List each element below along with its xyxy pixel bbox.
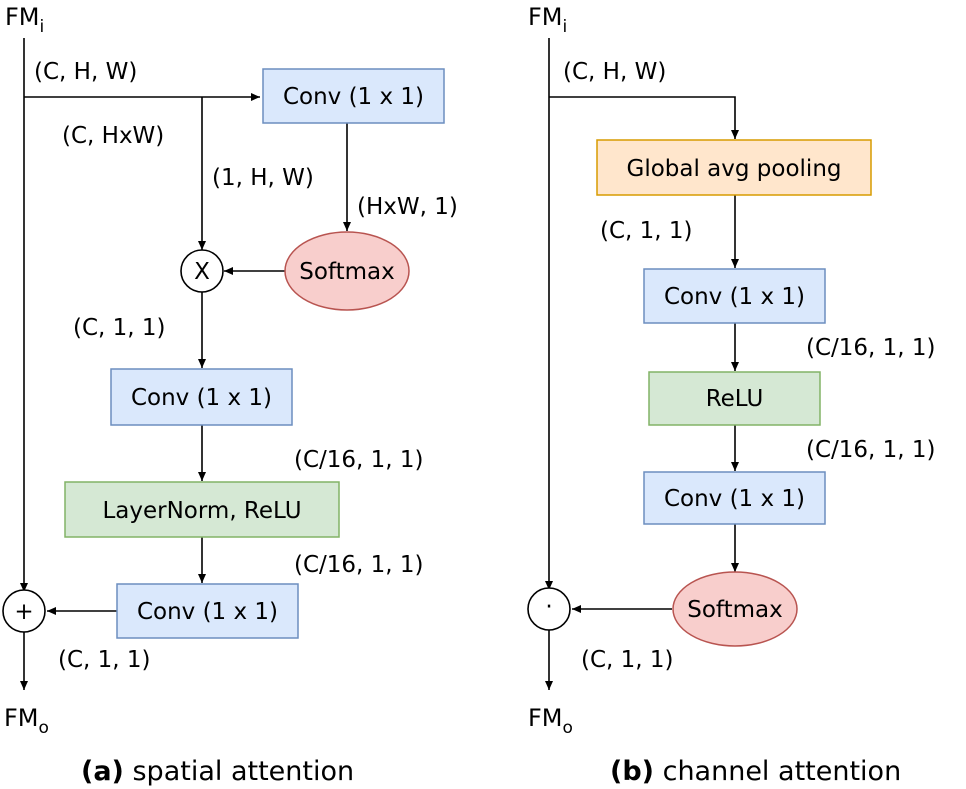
panel-a-softmax-label: Softmax [299,259,395,285]
panel-a-caption: (a) spatial attention [81,756,354,787]
panel-b-caption: (b) channel attention [610,756,901,787]
panel-b-relu-label: ReLU [706,386,764,412]
panel-a-add-label: + [14,599,33,625]
panel-b-output-label: FMo [528,704,573,738]
panel-a-conv3-out-shape: (C, 1, 1) [58,647,151,673]
panel-a-conv2-label: Conv (1 x 1) [131,385,272,411]
panel-a-input-shape: (C, H, W) [34,59,137,85]
panel-a-layernorm-relu-box [64,481,340,538]
panel-b-softmax-node [672,571,798,647]
panel-b-conv2-box [643,471,826,525]
panel-a-conv1-box [262,68,445,124]
panel-a-ln-out-shape: (C/16, 1, 1) [294,552,424,578]
panel-b-relu-box [648,371,821,426]
panel-a-softmax-in-shape: (HxW, 1) [357,194,458,220]
panel-a-conv2-box [110,368,293,426]
panel-b-softmax-label: Softmax [687,597,783,623]
panel-a-matmul-out-shape: (C, 1, 1) [73,315,166,341]
panel-a-add-node [2,589,46,633]
panel-a-layernorm-relu-label: LayerNorm, ReLU [102,498,301,524]
panel-b-input-label: FMi [528,3,567,37]
panel-b-input-shape: (C, H, W) [563,59,666,85]
panel-a-matmul-node [180,249,224,293]
panel-b-gap-box [596,139,872,196]
panel-a-input-label: FMi [5,3,44,37]
panel-b-branch-arrow [549,96,739,139]
panel-b-conv1-out-shape: (C/16, 1, 1) [806,335,936,361]
panel-b-conv2-label: Conv (1 x 1) [664,486,805,512]
panel-a: FMi Conv (1 x 1) Softmax X Conv (1 x 1) … [2,3,458,787]
panel-a-conv2-out-shape: (C/16, 1, 1) [294,447,424,473]
panel-a-conv1-label: Conv (1 x 1) [283,84,424,110]
panel-b-gap-out-shape: (C, 1, 1) [600,218,693,244]
panel-a-reshaped-shape: (C, HxW) [62,123,164,149]
panel-a-conv3-box [116,583,299,639]
panel-b-mul-node [527,587,571,631]
panel-b-conv1-box [643,268,826,324]
panel-a-conv3-label: Conv (1 x 1) [137,599,278,625]
panel-b-conv1-label: Conv (1 x 1) [664,284,805,310]
panel-b-gap-label: Global avg pooling [627,156,842,182]
panel-b-relu-out-shape: (C/16, 1, 1) [806,437,936,463]
panel-a-conv1-out-shape: (1, H, W) [212,165,314,191]
panel-b-mul-label: · [545,594,552,620]
panel-b: FMi Global avg pooling Conv (1 x 1) ReLU… [527,3,936,787]
panel-a-matmul-label: X [194,259,210,285]
panel-b-softmax-out-shape: (C, 1, 1) [581,647,674,673]
panel-a-softmax-node [284,231,410,311]
panel-a-output-label: FMo [4,704,49,738]
